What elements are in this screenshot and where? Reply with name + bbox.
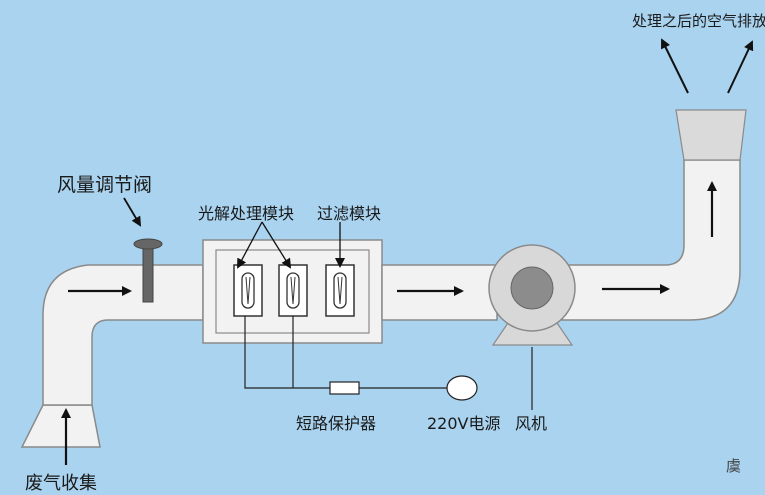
watermark-logo: 虞: [726, 457, 742, 475]
uv-pointer-2: [261, 221, 292, 269]
filter-module: [325, 264, 355, 317]
damper-pointer: [123, 197, 142, 227]
uv-module-label: 光解处理模块: [198, 204, 295, 223]
exhaust-arrow-left: [661, 38, 689, 94]
exhaust-arrow-right: [727, 40, 754, 94]
wiring: [244, 316, 330, 389]
damper-label: 风量调节阀: [57, 174, 153, 196]
power-supply-label: 220V电源: [427, 414, 501, 433]
waste-gas-collection-label: 废气收集: [25, 473, 97, 494]
power-supply-symbol: [446, 375, 478, 401]
filter-module-label: 过滤模块: [317, 204, 382, 223]
short-circuit-protector-symbol: [329, 381, 360, 395]
short-circuit-protector-label: 短路保护器: [296, 414, 377, 433]
inlet-hood: [20, 404, 101, 448]
outlet-duct: [561, 159, 741, 321]
uv-lamp-2: [278, 264, 308, 317]
inlet-duct: [42, 264, 204, 406]
middle-duct: [381, 264, 498, 321]
damper-stem: [142, 244, 154, 303]
fan-label: 风机: [515, 414, 548, 433]
outlet-hood: [675, 109, 747, 161]
fan-hub: [510, 266, 554, 310]
exhaust-label: 处理之后的空气排放: [632, 12, 765, 30]
uv-pointer-1: [237, 221, 263, 269]
uv-lamp-1: [233, 264, 263, 317]
damper-handle: [133, 238, 163, 250]
